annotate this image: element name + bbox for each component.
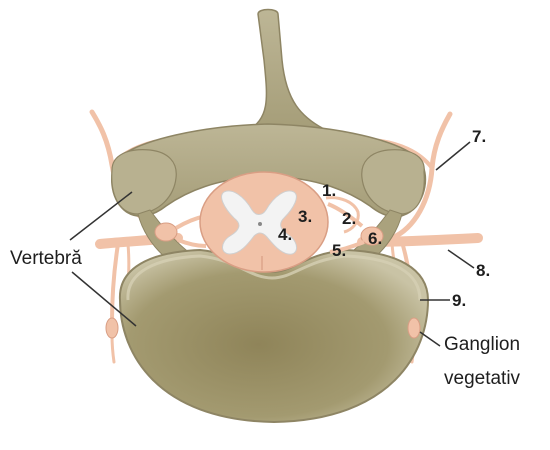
label-4: 4. xyxy=(278,225,292,244)
label-9: 9. xyxy=(452,291,466,310)
label-5: 5. xyxy=(332,241,346,260)
label-8: 8. xyxy=(476,261,490,280)
left-dorsal-root-ganglion xyxy=(155,223,177,241)
left-sympathetic-trunk xyxy=(112,335,114,362)
label-7: 7. xyxy=(472,127,486,146)
label-2: 2. xyxy=(342,209,356,228)
vertebral-body-shape xyxy=(120,250,428,422)
right-sympathetic-ganglion xyxy=(408,318,420,338)
left-sympathetic-ganglion xyxy=(106,318,118,338)
leader-ganglion xyxy=(420,332,440,346)
left-ventral-root xyxy=(178,240,206,246)
label-3: 3. xyxy=(298,207,312,226)
leader-8 xyxy=(448,250,474,268)
leader-7 xyxy=(436,142,470,170)
central-canal xyxy=(258,222,262,226)
label-1: 1. xyxy=(322,181,336,200)
vertebral-body xyxy=(120,250,428,422)
spinous-process xyxy=(246,10,330,133)
leader-vertebra-arch xyxy=(70,192,132,240)
label-vertebra: Vertebră xyxy=(10,248,82,269)
label-ganglion-line2: vegetativ xyxy=(444,368,521,389)
label-6: 6. xyxy=(368,229,382,248)
label-ganglion-line1: Ganglion xyxy=(444,334,520,355)
